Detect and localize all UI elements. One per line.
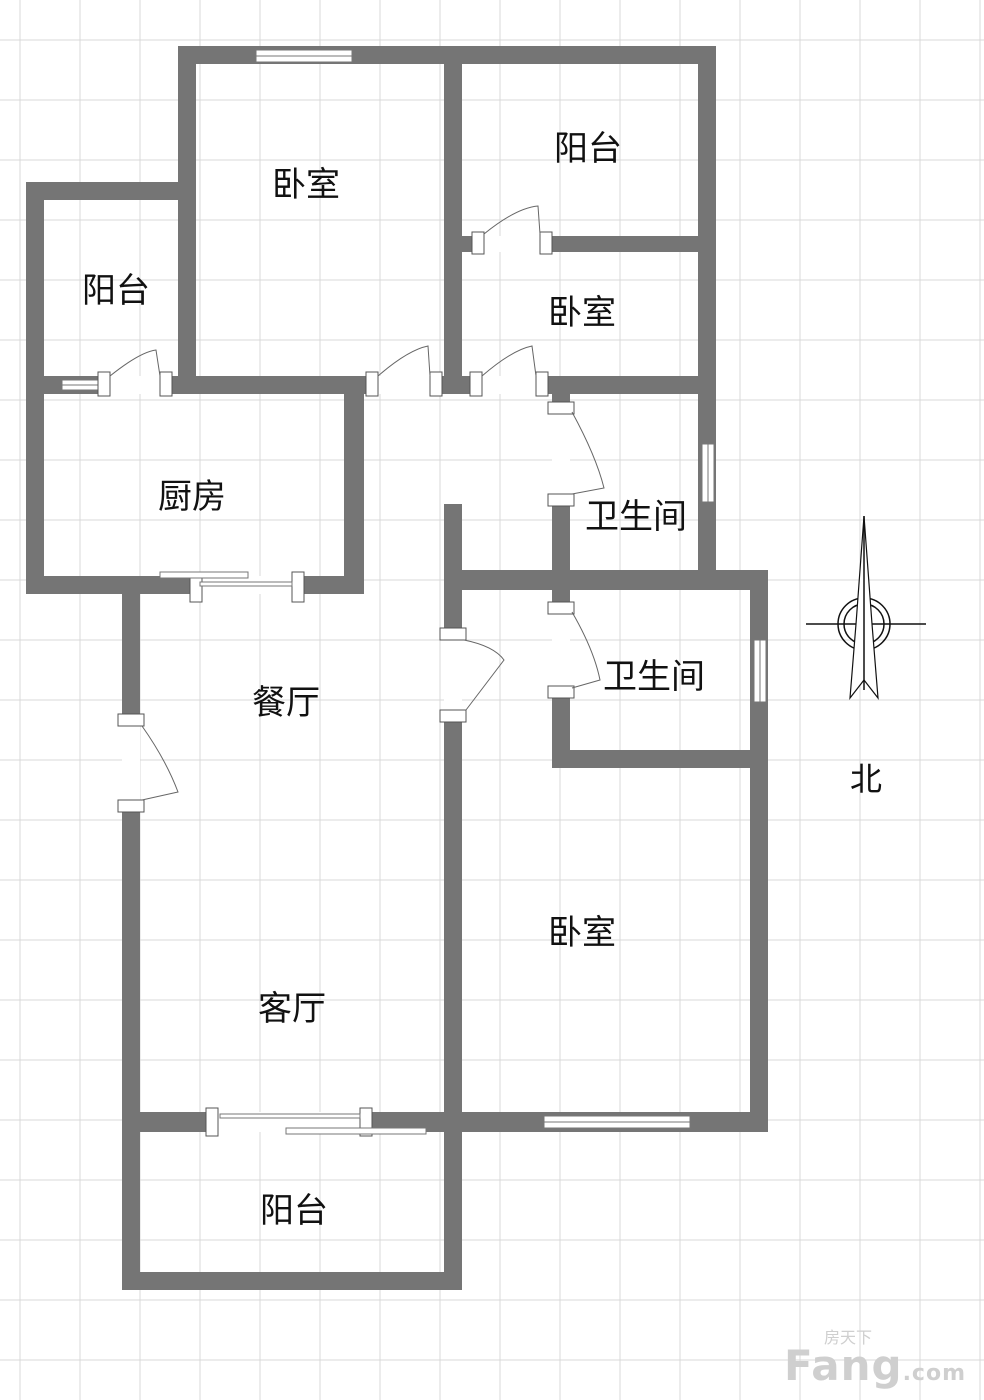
- watermark-chinese: 房天下: [823, 1328, 872, 1347]
- room-label-dining: 餐厅: [252, 683, 320, 723]
- doors: [97, 205, 605, 1137]
- room-label-balcony-ne: 阳台: [554, 129, 622, 169]
- room-label-balcony-s: 阳台: [260, 1191, 328, 1231]
- room-label-bedroom-n-small: 卧室: [548, 293, 616, 333]
- windows: [61, 49, 767, 1129]
- watermark-domain: .com: [902, 1361, 966, 1386]
- room-labels: 卧室 阳台 阳台 卧室 厨房 卫生间 卫生间 餐厅 卧室 客厅 阳台: [82, 129, 705, 1231]
- compass-icon: 北: [806, 515, 926, 798]
- room-label-balcony-w: 阳台: [82, 271, 150, 311]
- room-label-kitchen: 厨房: [158, 477, 226, 517]
- compass-north-label: 北: [850, 760, 882, 798]
- watermark-logo: Fang.com: [784, 1341, 966, 1390]
- room-label-bathroom-2: 卫生间: [603, 657, 705, 697]
- room-label-living: 客厅: [258, 989, 326, 1029]
- room-label-bedroom-se: 卧室: [548, 913, 616, 953]
- watermark-brand: Fang: [784, 1341, 903, 1390]
- room-label-bathroom-1: 卫生间: [585, 497, 687, 537]
- room-label-bedroom-nw: 卧室: [272, 165, 340, 205]
